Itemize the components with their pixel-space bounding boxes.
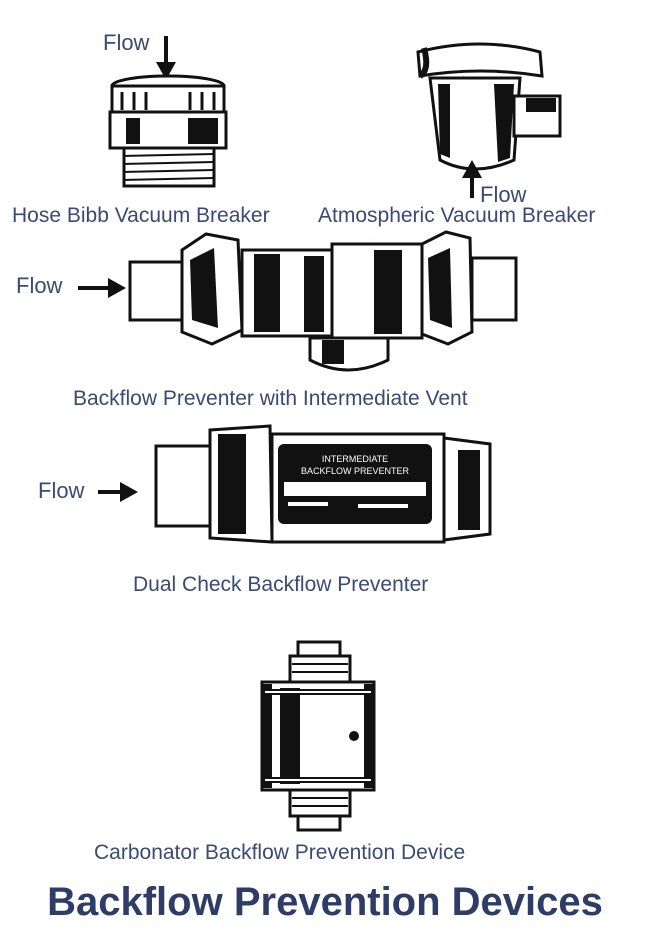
label-dual-check-backflow-preventer: Dual Check Backflow Preventer xyxy=(133,573,429,596)
page-title: Backflow Prevention Devices xyxy=(47,880,603,924)
label-carbonator-backflow-prevention-device: Carbonator Backflow Prevention Device xyxy=(94,841,466,864)
label-hose-bibb-vacuum-breaker: Hose Bibb Vacuum Breaker xyxy=(12,204,270,227)
flow-label-atmospheric: Flow xyxy=(480,182,527,207)
flow-label-intermediate-vent: Flow xyxy=(16,273,63,298)
flow-label-dual-check: Flow xyxy=(38,478,85,503)
backflow-preventer-intermediate-vent-icon xyxy=(78,230,518,372)
label-atmospheric-vacuum-breaker: Atmospheric Vacuum Breaker xyxy=(318,204,596,227)
flow-label-hose-bibb: Flow xyxy=(103,30,150,55)
carbonator-backflow-prevention-device-icon xyxy=(260,640,376,832)
hose-bibb-vacuum-breaker-icon xyxy=(108,36,228,188)
nameplate-line-2: BACKFLOW PREVENTER xyxy=(301,466,410,476)
dual-check-backflow-preventer-icon: INTERMEDIATE BACKFLOW PREVENTER xyxy=(98,424,492,544)
label-backflow-preventer-intermediate-vent: Backflow Preventer with Intermediate Ven… xyxy=(73,387,468,410)
atmospheric-vacuum-breaker-icon xyxy=(416,42,562,198)
nameplate-line-1: INTERMEDIATE xyxy=(322,454,388,464)
